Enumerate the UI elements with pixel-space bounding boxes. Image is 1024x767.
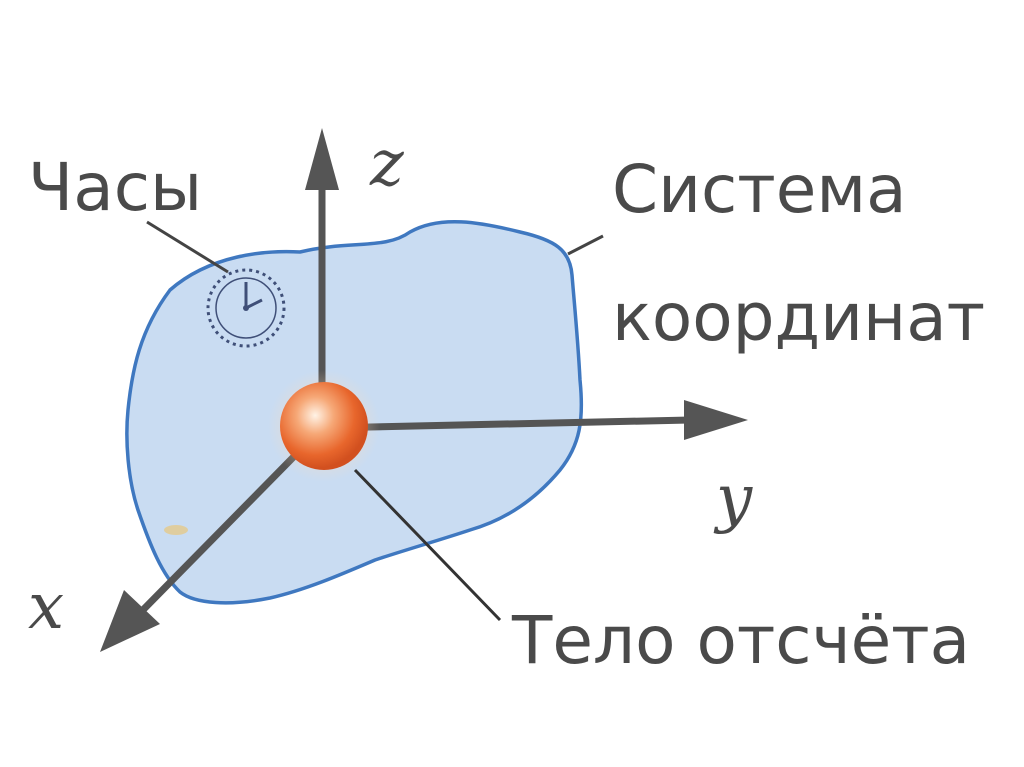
- reference-body-label: Тело отсчёта: [511, 602, 970, 679]
- z-axis-label: z: [369, 127, 405, 201]
- sphere-icon: [268, 370, 380, 482]
- system-label-line1: Система: [612, 151, 907, 228]
- clock-leader-line: [146, 220, 229, 274]
- clock-icon: [206, 268, 286, 348]
- system-label-line2: координат: [612, 279, 985, 356]
- y-axis: [321, 400, 748, 440]
- smudge: [164, 525, 188, 535]
- x-axis-label: x: [28, 570, 64, 644]
- system-leader-line: [567, 234, 604, 256]
- clock-label: Часы: [28, 149, 202, 226]
- y-axis-label: y: [713, 462, 753, 536]
- reference-body-leader-line: [353, 468, 502, 622]
